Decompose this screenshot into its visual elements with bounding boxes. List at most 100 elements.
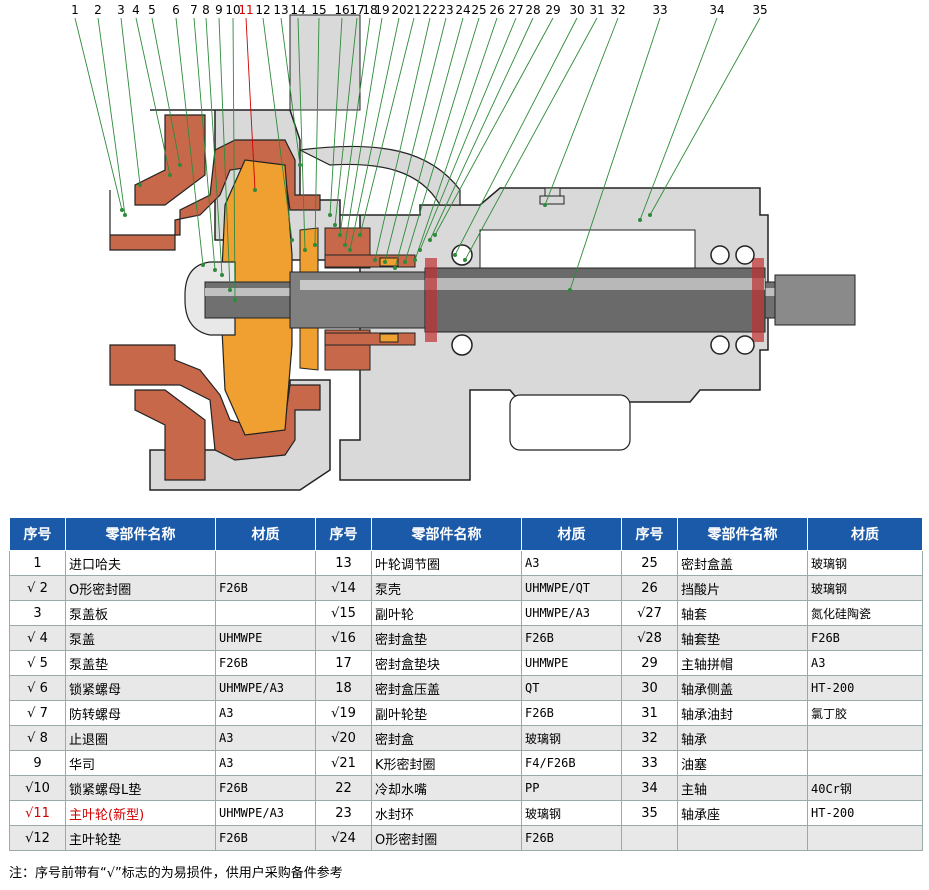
- part-number: 30: [621, 675, 678, 701]
- part-name: 华司: [65, 750, 216, 776]
- leader-line: [464, 17, 598, 261]
- part-number: √ 4: [9, 625, 66, 651]
- part-material: QT: [521, 675, 622, 701]
- leader-dot: [120, 208, 124, 212]
- part-number: 22: [315, 775, 372, 801]
- part-material: UHMWPE: [521, 650, 622, 676]
- callout-number: 30: [569, 3, 584, 17]
- callout-number: 25: [471, 3, 486, 17]
- part-name: 轴承侧盖: [677, 675, 808, 701]
- part-number: √ 2: [9, 575, 66, 601]
- part-name: 泵壳: [371, 575, 522, 601]
- part-number: 32: [621, 725, 678, 751]
- leader-dot: [213, 268, 217, 272]
- part-name: 泵盖垫: [65, 650, 216, 676]
- part-name: 轴承座: [677, 800, 808, 826]
- callout-number: 26: [489, 3, 504, 17]
- leader-line: [639, 17, 718, 221]
- leader-dot: [358, 233, 362, 237]
- part-number: 3: [9, 600, 66, 626]
- leader-line: [218, 17, 231, 291]
- part-material: 玻璃钢: [521, 800, 622, 826]
- part-name: 副叶轮: [371, 600, 522, 626]
- part-material: 玻璃钢: [521, 725, 622, 751]
- leader-dot: [648, 213, 652, 217]
- callout-number: 29: [545, 3, 560, 17]
- part-name: 轴承: [677, 725, 808, 751]
- part-material: [807, 725, 923, 751]
- part-name: 叶轮调节圈: [371, 550, 522, 576]
- callout-number: 8: [202, 3, 210, 17]
- leader-line: [329, 17, 343, 216]
- leader-line: [205, 17, 223, 276]
- callout-number: 23: [438, 3, 453, 17]
- header-no: 序号: [621, 517, 678, 551]
- callout-number: 35: [752, 3, 767, 17]
- part-material: F26B: [215, 825, 316, 851]
- part-name: 密封盒压盖: [371, 675, 522, 701]
- leader-line: [280, 17, 301, 166]
- part-name: 密封盒垫块: [371, 650, 522, 676]
- part-material: 玻璃钢: [807, 550, 923, 576]
- leader-dot: [233, 298, 237, 302]
- part-material: [215, 550, 316, 576]
- leader-dot: [383, 260, 387, 264]
- leader-dot: [138, 183, 142, 187]
- part-material: F26B: [521, 625, 622, 651]
- callout-number: 33: [652, 3, 667, 17]
- part-number: 33: [621, 750, 678, 776]
- part-name: 冷却水嘴: [371, 775, 522, 801]
- part-material: 氯丁胶: [807, 700, 923, 726]
- part-material: [807, 750, 923, 776]
- leader-dot: [463, 258, 467, 262]
- header-name: 零部件名称: [65, 517, 216, 551]
- part-name: 密封盒盖: [677, 550, 808, 576]
- callout-number: 2: [94, 3, 102, 17]
- part-number: √28: [621, 625, 678, 651]
- part-name: 轴承油封: [677, 700, 808, 726]
- bearing-housing: [297, 145, 769, 481]
- leader-dot: [418, 248, 422, 252]
- header-material: 材质: [521, 517, 622, 551]
- part-material: F4/F26B: [521, 750, 622, 776]
- part-name: 主叶轮(新型): [65, 800, 216, 826]
- leader-dot: [178, 163, 182, 167]
- leader-line: [394, 17, 464, 269]
- part-material: PP: [521, 775, 622, 801]
- part-material: [215, 600, 316, 626]
- part-number: 26: [621, 575, 678, 601]
- part-name: 密封盒: [371, 725, 522, 751]
- header-material: 材质: [807, 517, 923, 551]
- callout-number: 21: [406, 3, 421, 17]
- leader-line: [404, 17, 480, 263]
- part-material: UHMWPE: [215, 625, 316, 651]
- part-name: 锁紧螺母: [65, 675, 216, 701]
- part-number: 34: [621, 775, 678, 801]
- part-number: √15: [315, 600, 372, 626]
- leader-line: [359, 17, 415, 236]
- table-header-row: 序号 零部件名称 材质 序号 零部件名称 材质 序号 零部件名称 材质: [9, 517, 923, 551]
- callout-number: 27: [508, 3, 523, 17]
- part-number: √27: [621, 600, 678, 626]
- callout-number: 16: [334, 3, 349, 17]
- part-material: UHMWPE/A3: [215, 675, 316, 701]
- leader-dot: [328, 213, 332, 217]
- part-material: A3: [807, 650, 923, 676]
- leader-dot: [568, 288, 572, 292]
- callout-number: 28: [525, 3, 540, 17]
- part-number: √16: [315, 625, 372, 651]
- bearings: [451, 244, 755, 356]
- part-number: 35: [621, 800, 678, 826]
- callout-number: 31: [589, 3, 604, 17]
- leader-line: [649, 17, 761, 216]
- callout-number: 15: [311, 3, 326, 17]
- part-material: F26B: [807, 625, 923, 651]
- leader-line: [245, 17, 256, 191]
- leader-line: [193, 17, 216, 271]
- main-shaft: [204, 267, 856, 333]
- leader-line: [314, 17, 320, 246]
